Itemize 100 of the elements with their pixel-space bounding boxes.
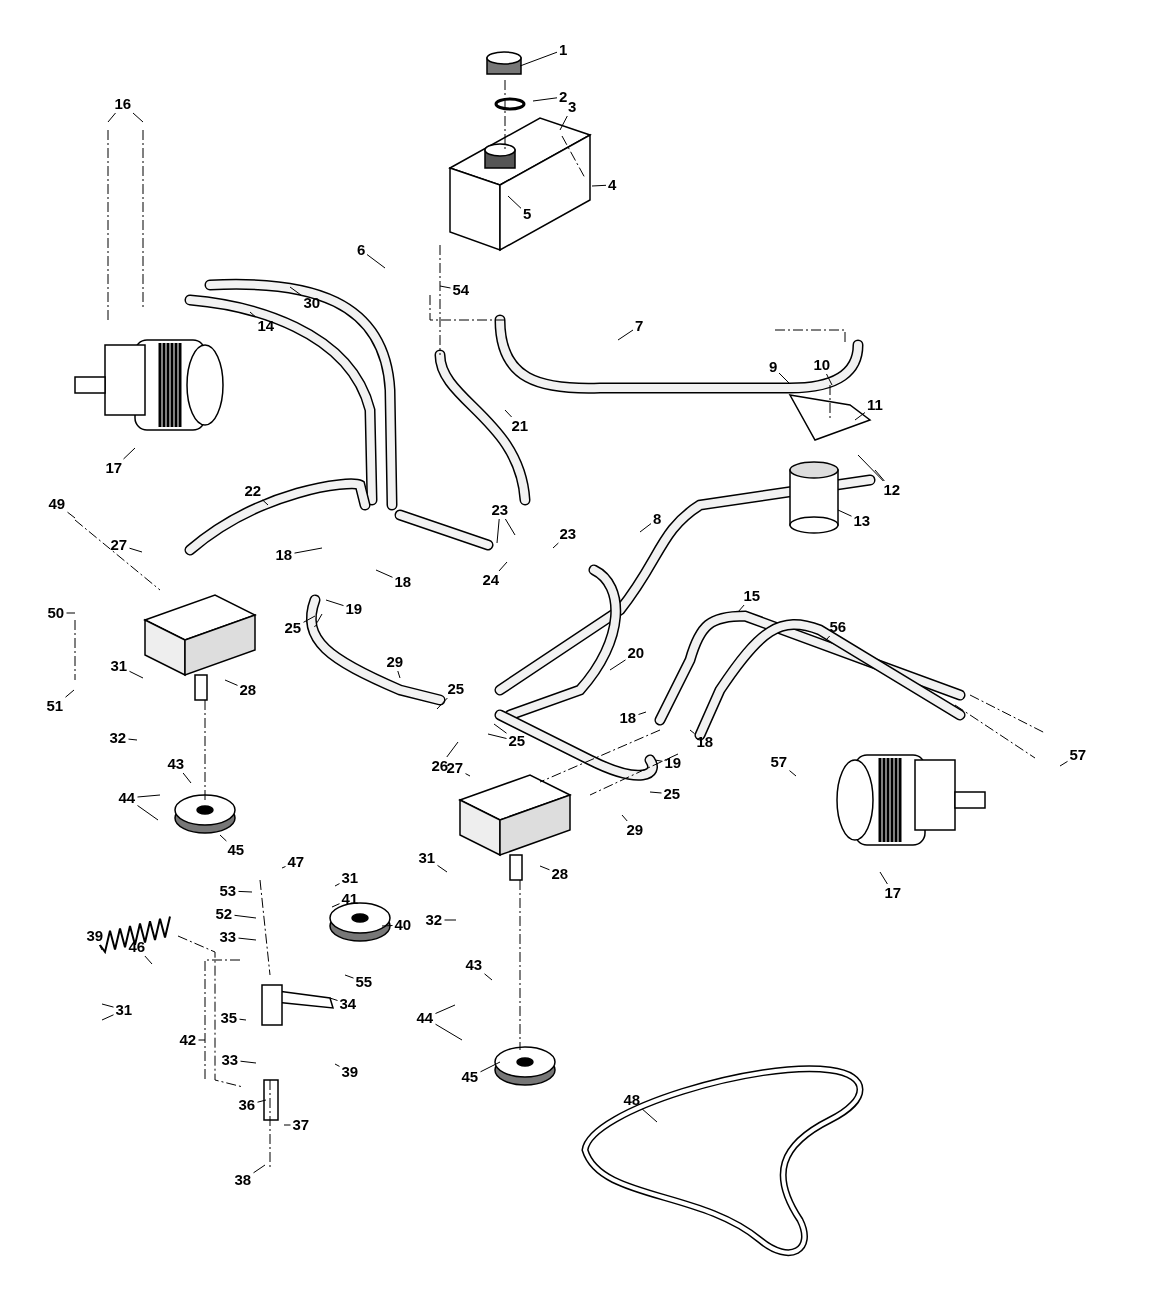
leader-line xyxy=(504,518,516,536)
leader-line xyxy=(496,518,500,544)
callout-number: 39 xyxy=(341,1064,359,1080)
leader-line xyxy=(778,372,791,385)
leader-line xyxy=(854,412,866,421)
callout-number: 33 xyxy=(221,1052,239,1068)
callout-number: 3 xyxy=(568,99,577,115)
leader-line xyxy=(101,1003,114,1008)
callout-number: 25 xyxy=(508,733,526,749)
callout-number: 25 xyxy=(663,786,681,802)
callout-number: 24 xyxy=(482,572,500,588)
leader-line xyxy=(465,773,471,777)
leader-line xyxy=(289,286,302,296)
leader-line xyxy=(283,1124,291,1126)
leader-line xyxy=(238,890,253,893)
leader-line xyxy=(609,659,626,671)
leader-line xyxy=(437,864,448,873)
callout-number: 23 xyxy=(559,526,577,542)
callout-number: 19 xyxy=(664,755,682,771)
leader-line xyxy=(137,805,159,821)
leader-line xyxy=(137,794,161,798)
callout-number: 54 xyxy=(452,282,470,298)
leader-line xyxy=(325,599,344,607)
callout-number: 29 xyxy=(626,822,644,838)
callout-number: 17 xyxy=(105,460,123,476)
callout-number: 43 xyxy=(167,756,185,772)
leader-line xyxy=(435,1023,463,1041)
callout-number: 57 xyxy=(770,754,788,770)
callout-number: 36 xyxy=(238,1097,256,1113)
leader-line xyxy=(879,871,888,885)
leader-line xyxy=(837,509,852,517)
callout-number: 19 xyxy=(345,601,363,617)
leader-line xyxy=(198,1039,206,1041)
callout-number: 57 xyxy=(1069,747,1087,763)
callout-number: 38 xyxy=(234,1172,252,1188)
leader-line xyxy=(591,184,607,187)
leader-line xyxy=(224,679,238,686)
callout-number: 20 xyxy=(627,645,645,661)
callout-number: 28 xyxy=(239,682,257,698)
leader-line xyxy=(238,937,257,941)
callout-number: 45 xyxy=(461,1069,479,1085)
callout-number: 53 xyxy=(219,883,237,899)
leader-line xyxy=(129,547,143,553)
callout-number: 27 xyxy=(110,537,128,553)
leader-line xyxy=(234,914,257,919)
leader-line xyxy=(498,561,508,572)
leader-line xyxy=(487,733,507,739)
callout-number: 45 xyxy=(227,842,245,858)
callout-number: 34 xyxy=(339,996,357,1012)
callout-number: 18 xyxy=(696,734,714,750)
leader-line xyxy=(253,1164,266,1174)
leader-line xyxy=(331,903,340,908)
leader-line xyxy=(65,689,75,698)
leader-line xyxy=(144,955,153,965)
leader-line xyxy=(101,1014,114,1021)
callout-number: 32 xyxy=(425,912,443,928)
leader-line xyxy=(123,447,136,460)
leader-line xyxy=(67,511,76,519)
leader-line xyxy=(257,1099,267,1103)
callout-number: 1 xyxy=(559,42,568,58)
callout-number: 2 xyxy=(559,89,568,105)
leader-line xyxy=(240,1060,257,1064)
leader-line xyxy=(874,469,885,482)
leader-line xyxy=(329,997,338,1001)
leader-line xyxy=(294,547,323,554)
callout-number: 40 xyxy=(394,917,412,933)
callout-number: 21 xyxy=(511,418,529,434)
callout-number: 17 xyxy=(884,885,902,901)
callout-number: 18 xyxy=(394,574,412,590)
leader-line xyxy=(397,670,401,679)
leader-line xyxy=(539,865,550,871)
leader-line xyxy=(303,615,316,623)
leader-line xyxy=(1059,760,1068,767)
leader-line xyxy=(444,919,457,921)
callout-number: 44 xyxy=(118,790,136,806)
leader-line xyxy=(617,329,634,341)
callout-number: 47 xyxy=(287,854,305,870)
callout-number: 10 xyxy=(813,357,831,373)
leader-line xyxy=(532,97,558,102)
callout-number: 33 xyxy=(219,929,237,945)
callout-number: 29 xyxy=(386,654,404,670)
callout-number: 9 xyxy=(769,359,778,375)
callout-number: 56 xyxy=(829,619,847,635)
callout-number: 27 xyxy=(446,760,464,776)
leader-line xyxy=(219,834,227,842)
callout-number: 31 xyxy=(115,1002,133,1018)
leader-line xyxy=(281,866,286,869)
callout-number: 37 xyxy=(292,1117,310,1133)
leader-line xyxy=(621,814,628,822)
leader-line xyxy=(639,523,652,533)
callout-number: 28 xyxy=(551,866,569,882)
leader-line xyxy=(519,51,558,67)
callout-number: 31 xyxy=(341,870,359,886)
callout-number: 12 xyxy=(883,482,901,498)
leader-line xyxy=(439,285,451,289)
callout-number: 18 xyxy=(619,710,637,726)
leader-line xyxy=(66,612,76,614)
callout-number: 43 xyxy=(465,957,483,973)
leader-line xyxy=(334,1063,340,1067)
leader-line xyxy=(239,1018,247,1021)
